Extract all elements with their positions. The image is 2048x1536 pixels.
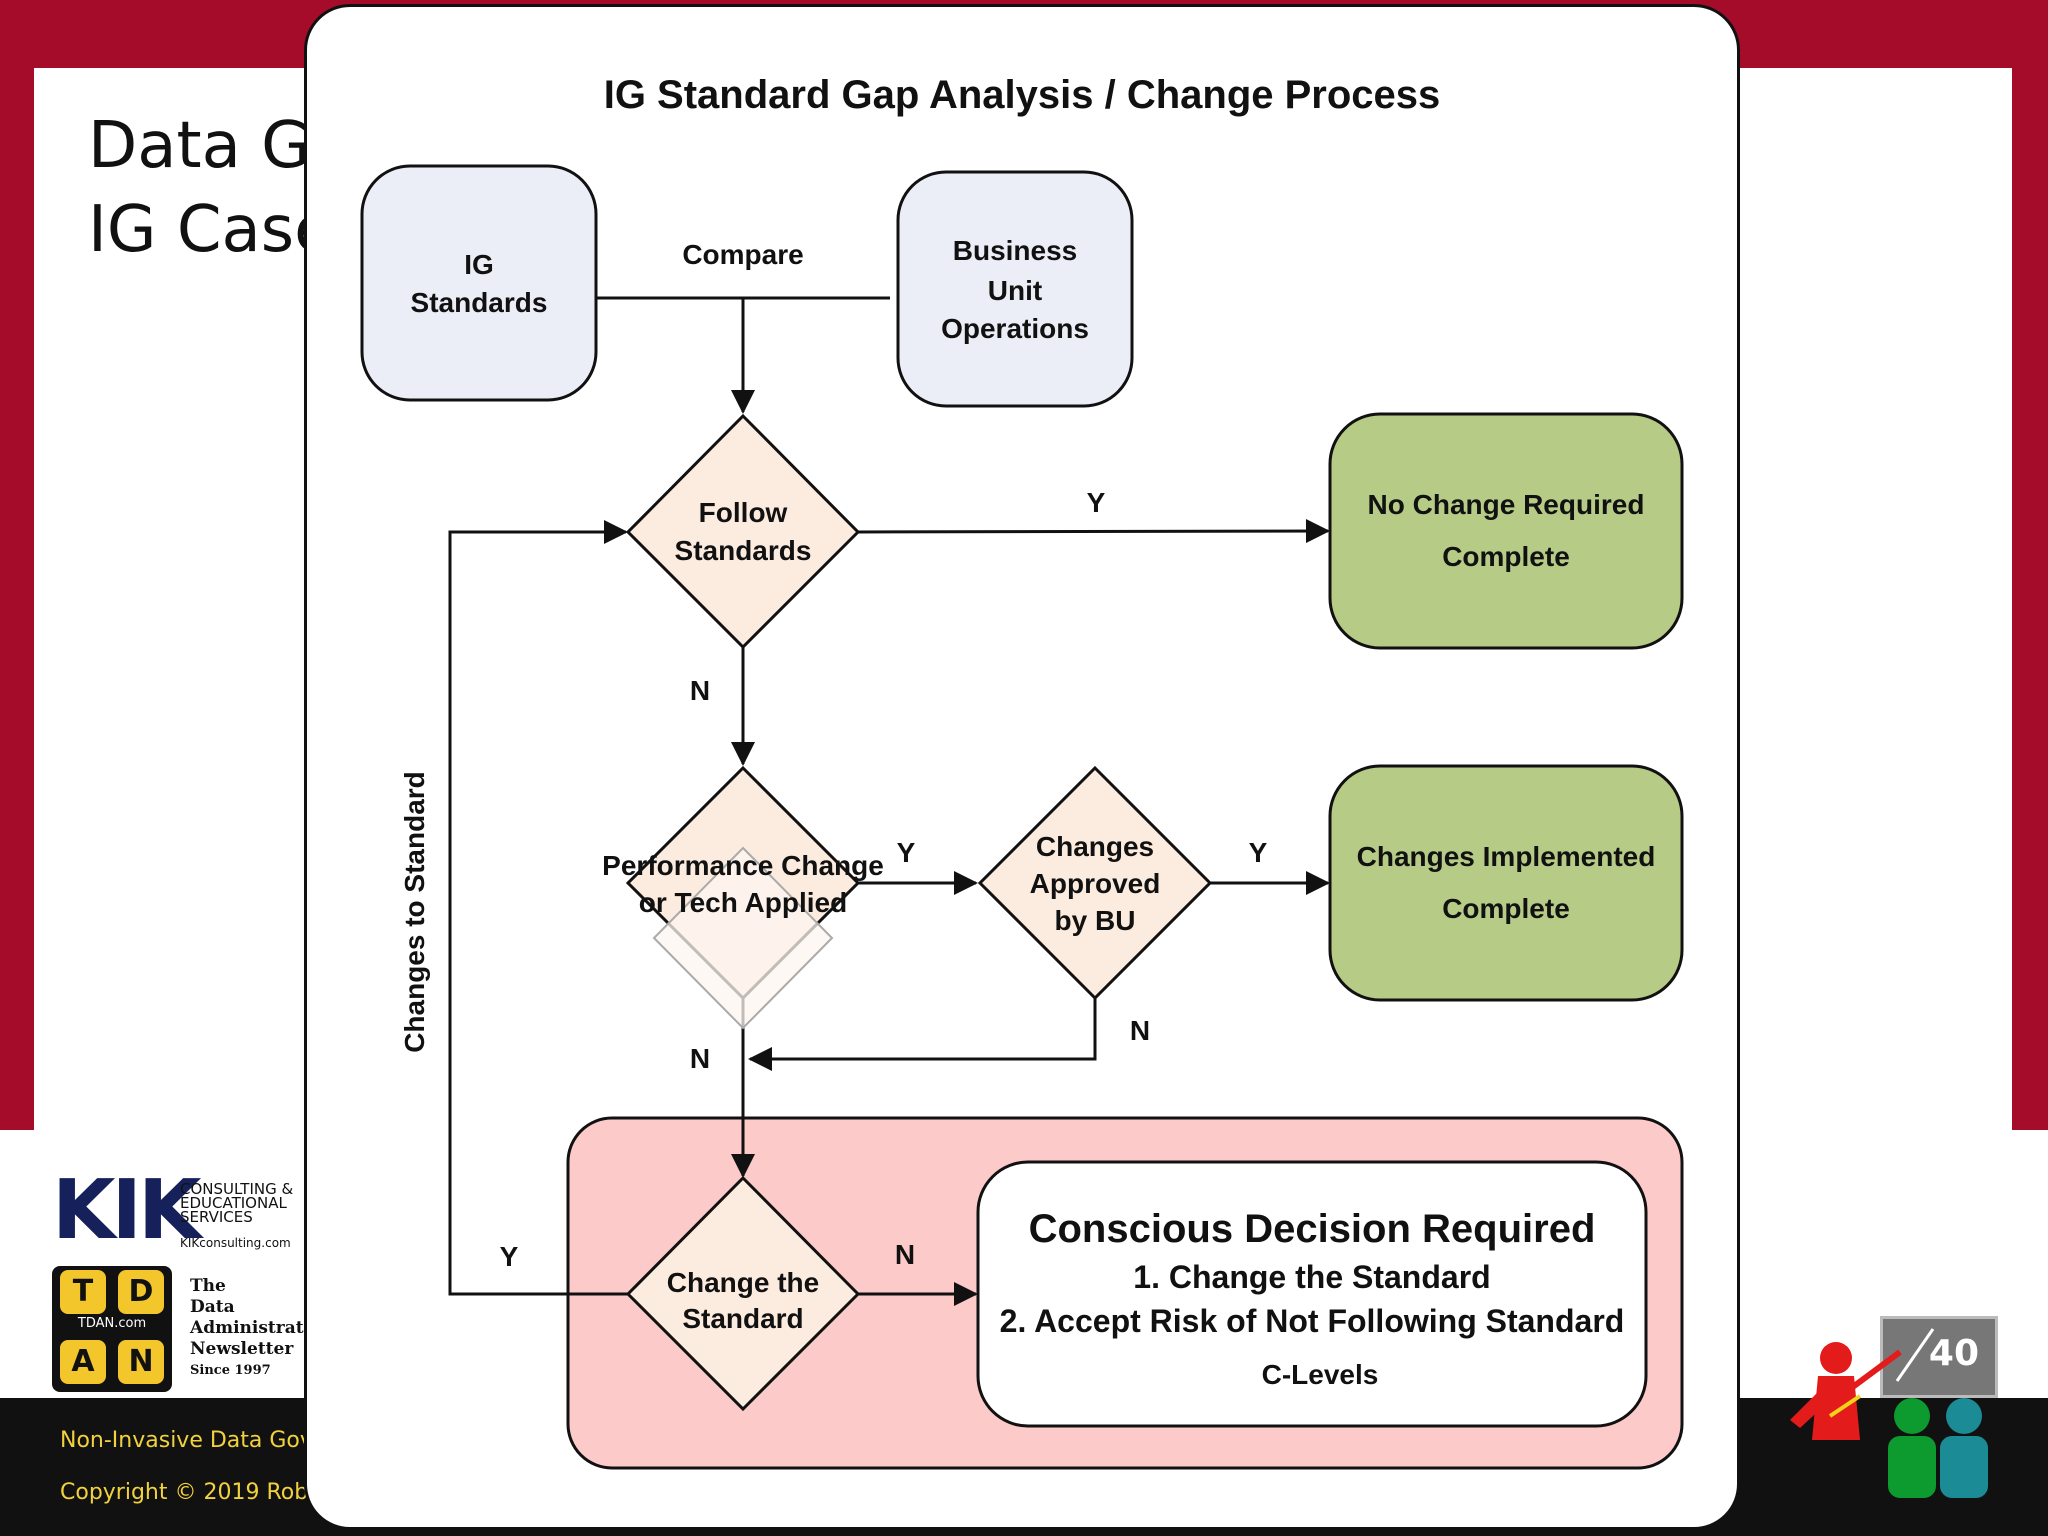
page-number-slash	[1895, 1328, 1935, 1382]
tdan-letter-n: N	[118, 1340, 164, 1384]
no-change-line2: Complete	[1442, 541, 1570, 572]
edge-label-change-std-no: N	[895, 1239, 915, 1270]
changes-approved-line1: Changes	[1036, 831, 1154, 862]
ig-standards-line1: IG	[464, 249, 494, 280]
no-change-line1: No Change Required	[1368, 489, 1645, 520]
tdan-since: Since 1997	[190, 1363, 271, 1378]
kik-subtitle: CONSULTING & EDUCATIONAL SERVICES	[180, 1180, 294, 1226]
tdan-url: TDAN.com	[77, 1316, 147, 1331]
business-unit-line3: Operations	[941, 313, 1089, 344]
arrow-approved-no	[748, 998, 1097, 1071]
edge-label-change-std-yes: Y	[500, 1241, 519, 1272]
follow-standards-diamond	[625, 413, 861, 650]
loop-label: Changes to Standard	[399, 771, 430, 1053]
right-border-band	[2012, 68, 2048, 1130]
follow-standards-line2: Standards	[675, 535, 812, 566]
perf-change-line2: or Tech Applied	[639, 887, 847, 918]
change-standard-line2: Standard	[682, 1303, 803, 1334]
changes-approved-line2: Approved	[1030, 868, 1161, 899]
tdan-line4: Newsletter	[190, 1339, 294, 1359]
changes-approved-diamond	[977, 765, 1213, 1001]
business-unit-box	[896, 170, 1134, 408]
decision-owner: C-Levels	[1262, 1359, 1379, 1390]
kik-mark: KIK	[52, 1163, 202, 1258]
edge-label-follow-no: N	[690, 675, 710, 706]
ig-standards-box	[360, 164, 598, 402]
decision-title: Conscious Decision Required	[1029, 1207, 1596, 1251]
no-change-box	[1328, 412, 1684, 650]
tdan-letter-d: D	[118, 1270, 164, 1314]
tdan-line1: The	[190, 1276, 226, 1296]
change-standard-diamond	[625, 1175, 861, 1412]
page-number-value: 40	[1928, 1333, 1979, 1374]
edge-label-approved-yes: Y	[1249, 837, 1268, 868]
ig-standards-line2: Standards	[411, 287, 548, 318]
changes-implemented-box	[1328, 764, 1684, 1002]
footer-line2: Copyright © 2019 Robe	[60, 1480, 322, 1505]
conscious-decision-box	[976, 1160, 1648, 1428]
changes-implemented-line2: Complete	[1442, 893, 1570, 924]
business-unit-line2: Unit	[988, 275, 1042, 306]
change-standard-line1: Change the	[667, 1267, 819, 1298]
compare-label: Compare	[682, 239, 803, 270]
kik-url: KIKconsulting.com	[180, 1236, 291, 1250]
footer-line1: Non-Invasive Data Gove	[60, 1428, 327, 1453]
diagram-title: IG Standard Gap Analysis / Change Proces…	[604, 73, 1441, 117]
tdan-tagline: The Data Administratio Newsletter Since …	[190, 1276, 321, 1381]
decision-item2: 2. Accept Risk of Not Following Standard	[1000, 1303, 1625, 1339]
edge-label-perf-yes: Y	[897, 837, 916, 868]
perf-change-line1: Performance Change	[602, 850, 884, 881]
kik-logo: KIK CONSULTING & EDUCATIONAL SERVICES KI…	[52, 1163, 293, 1258]
arrow-change-std-yes-loop	[448, 520, 628, 1296]
tdan-letter-a: A	[60, 1340, 106, 1384]
follow-standards-line1: Follow	[699, 497, 788, 528]
edge-label-perf-no: N	[690, 1043, 710, 1074]
changes-implemented-line1: Changes Implemented	[1357, 841, 1656, 872]
left-border-band	[0, 68, 34, 1130]
changes-approved-line3: by BU	[1055, 905, 1136, 936]
tdan-line3: Administratio	[190, 1318, 322, 1338]
tdan-line2: Data	[190, 1297, 235, 1317]
arrow-follow-yes	[857, 519, 1330, 544]
slide-title-line2: IG Case	[88, 193, 334, 267]
business-unit-line1: Business	[953, 235, 1078, 266]
perf-change-shadow	[652, 846, 834, 1030]
tdan-letter-t: T	[60, 1270, 106, 1314]
decision-item1: 1. Change the Standard	[1133, 1259, 1490, 1295]
edge-label-follow-yes: Y	[1087, 487, 1106, 518]
tdan-logo: T D TDAN.com A N	[52, 1266, 172, 1392]
edge-label-approved-no: N	[1130, 1015, 1150, 1046]
